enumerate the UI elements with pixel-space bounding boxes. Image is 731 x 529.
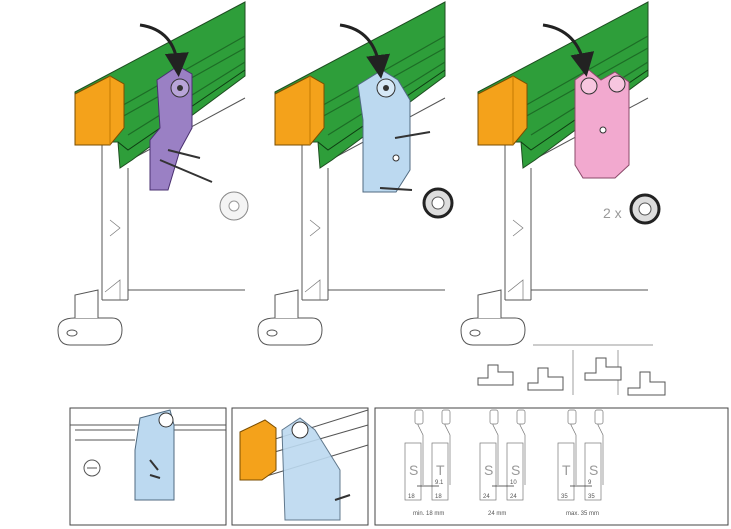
door-type-label: T — [436, 462, 445, 478]
detail-bracket-front — [69, 407, 227, 526]
roller-icon — [489, 409, 499, 425]
screw — [379, 131, 431, 191]
detail-rail-end — [231, 407, 369, 526]
roller-icon — [441, 409, 451, 425]
bearing-quantity-label: 2 x — [603, 205, 622, 221]
door-type-label: T — [562, 462, 571, 478]
spacing-group: S 24 S 24 10 24 mm — [479, 409, 526, 517]
spacing-group: S 18 T 18 9.1 min. 18 mm — [404, 409, 451, 517]
arrow-icon — [542, 23, 595, 77]
floor-guide — [460, 289, 526, 346]
hanger-bracket-blue — [357, 69, 411, 193]
thickness-label: 18 — [435, 494, 442, 500]
ball-bearing-icon — [629, 193, 661, 225]
door-type-label: S — [409, 462, 418, 478]
spacing-caption: min. 18 mm — [413, 511, 444, 517]
gap-label: 9 — [588, 480, 592, 486]
ball-bearing-icon — [422, 187, 454, 219]
arrow-icon — [339, 23, 391, 79]
step-2-panel — [257, 1, 454, 346]
step-1-panel — [57, 1, 249, 346]
spacing-caption: 24 mm — [488, 511, 506, 517]
gap-label: 10 — [510, 480, 517, 486]
thickness-label: 35 — [588, 494, 595, 500]
thickness-label: 24 — [510, 494, 517, 500]
gap-label: 9.1 — [435, 480, 444, 486]
door-type-label: S — [589, 462, 598, 478]
floor-guide — [257, 289, 323, 346]
thickness-label: 35 — [561, 494, 568, 500]
guide-variants — [477, 344, 666, 396]
door-type-label: S — [484, 462, 493, 478]
roller-icon — [414, 409, 424, 425]
roller-icon — [567, 409, 577, 425]
thickness-label: 18 — [408, 494, 415, 500]
thickness-label: 24 — [483, 494, 490, 500]
rail-end-cap — [74, 75, 125, 146]
hanger-bracket-purple — [149, 65, 193, 191]
hanger-bracket-pink — [574, 69, 630, 179]
arrow-icon — [139, 23, 189, 77]
detail-door-spacing: S 18 T 18 9.1 min. 18 mm S 24 S 24 10 24 mm T 35 S 35 9 m… — [374, 407, 729, 526]
roller-icon — [516, 409, 526, 425]
rail-end-cap — [477, 75, 528, 146]
spacing-caption: max. 35 mm — [566, 511, 599, 517]
spacing-group: T 35 S 35 9 max. 35 mm — [557, 409, 604, 517]
roller-icon — [594, 409, 604, 425]
door-type-label: S — [511, 462, 520, 478]
step-3-panel: 2 x — [460, 1, 666, 396]
rail-end-cap — [274, 75, 325, 146]
screw — [159, 149, 213, 183]
floor-guide — [57, 289, 123, 346]
nylon-wheel-icon — [219, 191, 249, 221]
